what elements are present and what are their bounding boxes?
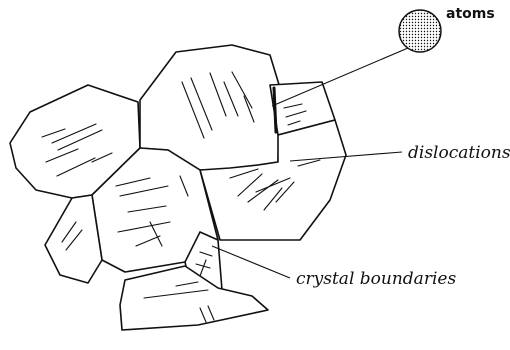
crystal-boundaries-label: crystal boundaries bbox=[296, 269, 456, 289]
atoms-leader bbox=[272, 48, 408, 106]
grain-lower-left bbox=[45, 195, 102, 283]
atoms-icon bbox=[399, 10, 441, 52]
thick-boundary bbox=[274, 88, 276, 132]
dislocations-label: dislocations bbox=[408, 143, 510, 163]
atoms-label: atoms bbox=[446, 6, 495, 22]
grain-bottom bbox=[120, 266, 268, 330]
crystal-boundaries-leader bbox=[212, 246, 290, 278]
